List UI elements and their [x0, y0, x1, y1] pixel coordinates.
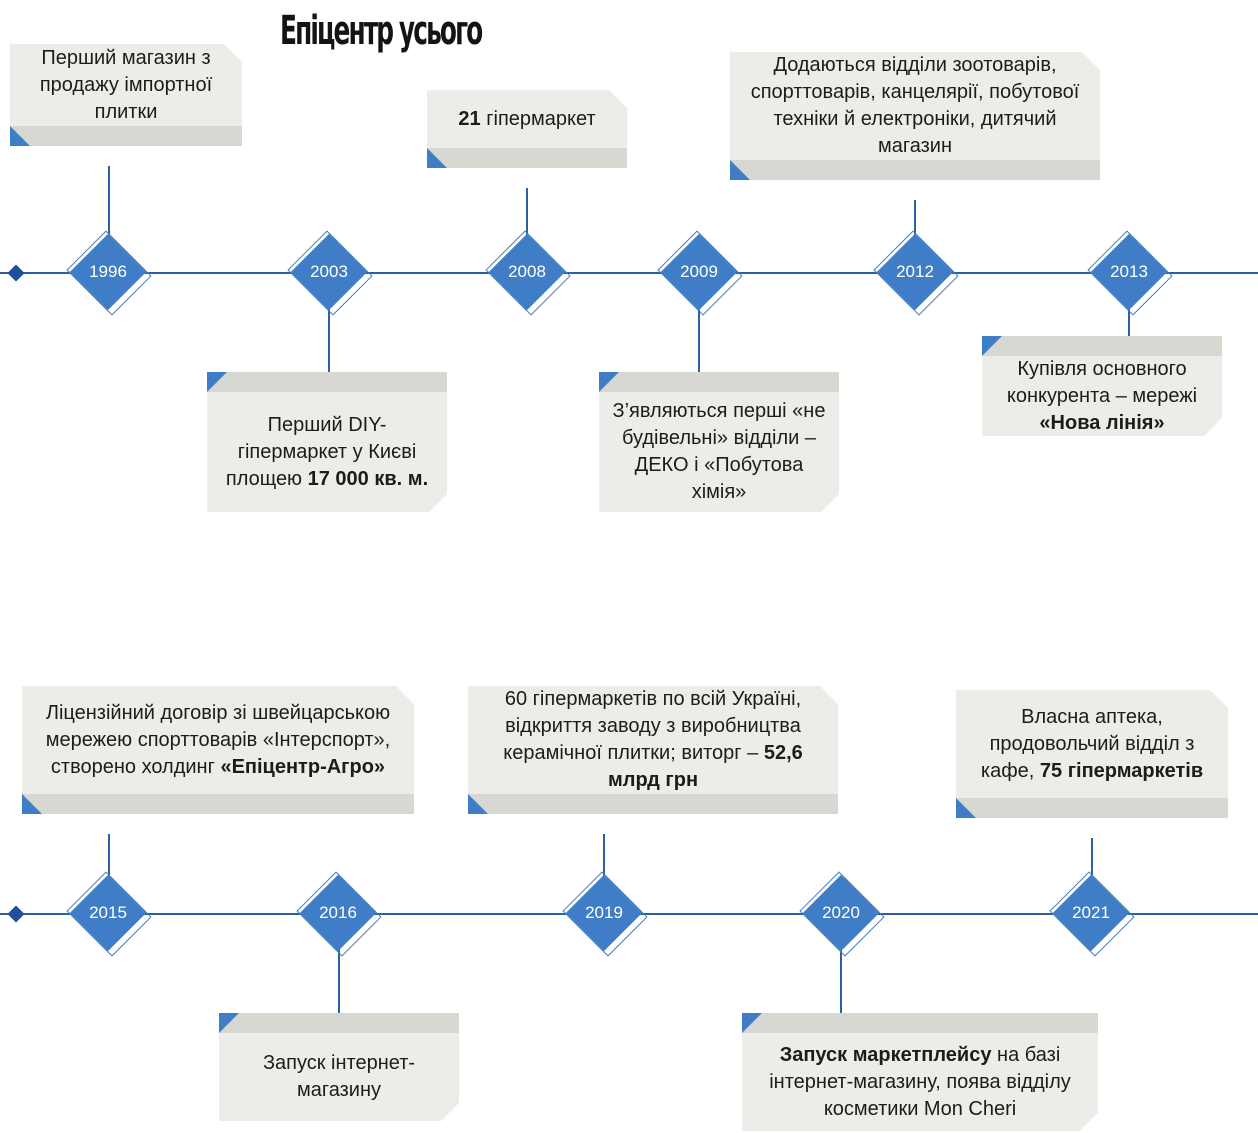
stem: [526, 188, 528, 272]
stem: [108, 834, 110, 913]
event-2019-bold: 52,6 млрд грн: [607, 742, 803, 791]
year-marker-1996: 1996: [66, 230, 152, 316]
event-2015-text: Ліцензійний договір зі швейцарською мере…: [30, 700, 406, 781]
event-2008-text: 21 гіпермаркет: [458, 106, 595, 133]
year-label: 2015: [89, 903, 127, 922]
year-label: 2009: [680, 262, 718, 281]
event-2015: Ліцензійний договір зі швейцарською мере…: [22, 686, 414, 814]
event-2013-text: Купівля основного конкурента – мережі «Н…: [990, 356, 1214, 437]
event-2021: Власна аптека, продовольчий відділ з каф…: [956, 690, 1228, 818]
year-label: 1996: [89, 262, 127, 281]
event-2012: Додаються відділи зоотоварів, спорттовар…: [730, 52, 1100, 180]
event-2008-number: 21: [458, 107, 481, 130]
event-2009: З’являються перші «не будівельні» відділ…: [599, 372, 839, 512]
year-label: 2013: [1110, 262, 1148, 281]
event-2019-pre: 60 гіпермаркетів по всій Україні, відкри…: [503, 688, 802, 764]
year-marker-2008: 2008: [485, 230, 571, 316]
year-marker-2009: 2009: [657, 230, 743, 316]
stem: [603, 834, 605, 913]
event-2013-pre: Купівля основного конкурента – мережі: [1006, 357, 1198, 407]
event-2013-bold: «Нова лінія»: [1039, 411, 1165, 434]
event-2015-bold: «Епіцентр-Агро»: [220, 755, 386, 778]
stem: [338, 913, 340, 1013]
stem: [840, 913, 842, 1013]
year-marker-2003: 2003: [287, 230, 373, 316]
event-2020-text: Запуск маркетплейсу на базі інтернет-маг…: [750, 1042, 1090, 1123]
page-title: Епіцентр усього: [280, 8, 483, 54]
year-label: 2019: [585, 903, 623, 922]
event-2008: 21 гіпермаркет: [427, 90, 627, 168]
year-label: 2016: [319, 903, 357, 922]
event-2020-bold: Запуск маркетплейсу: [779, 1043, 992, 1066]
stem: [698, 272, 700, 372]
year-label: 2012: [896, 262, 934, 281]
event-2013: Купівля основного конкурента – мережі «Н…: [982, 336, 1222, 436]
event-2021-pre: Власна аптека, продовольчий відділ з каф…: [980, 705, 1195, 782]
event-2012-text: Додаються відділи зоотоварів, спорттовар…: [750, 54, 1080, 157]
year-marker-2013: 2013: [1087, 230, 1173, 316]
stem: [108, 166, 110, 272]
event-2008-rest: гіпермаркет: [486, 107, 596, 130]
event-2003: Перший DIY-гіпермаркет у Києві площею 17…: [207, 372, 447, 512]
event-2020-rest: на базі інтернет-магазину, поява відділу…: [769, 1043, 1071, 1120]
event-2019-text: 60 гіпермаркетів по всій Україні, відкри…: [476, 686, 830, 794]
year-marker-2015: 2015: [66, 871, 152, 957]
event-2016: Запуск інтернет-магазину: [219, 1013, 459, 1121]
timeline-line-top: [0, 272, 1258, 274]
event-2009-text: З’являються перші «не будівельні» відділ…: [612, 400, 826, 503]
event-1996-text: Перший магазин з продажу імпортної плитк…: [39, 46, 213, 123]
event-2019: 60 гіпермаркетів по всій Україні, відкри…: [468, 686, 838, 814]
stem: [328, 272, 330, 372]
event-2015-pre: Ліцензійний договір зі швейцарською мере…: [45, 701, 391, 778]
timeline-start-marker: [7, 264, 25, 282]
year-label: 2003: [310, 262, 348, 281]
year-label: 2021: [1072, 903, 1110, 922]
event-2016-text: Запуск інтернет-магазину: [262, 1052, 416, 1101]
event-2003-text: Перший DIY-гіпермаркет у Києві площею 17…: [215, 412, 439, 493]
year-marker-2021: 2021: [1049, 871, 1135, 957]
event-1996: Перший магазин з продажу імпортної плитк…: [10, 44, 242, 146]
event-2020: Запуск маркетплейсу на базі інтернет-маг…: [742, 1013, 1098, 1131]
year-marker-2016: 2016: [296, 871, 382, 957]
event-2003-bold: 17 000 кв. м.: [307, 467, 429, 490]
year-marker-2019: 2019: [562, 871, 648, 957]
event-2021-text: Власна аптека, продовольчий відділ з каф…: [964, 704, 1220, 785]
event-2003-pre: Перший DIY-гіпермаркет у Києві площею: [225, 413, 417, 490]
year-label: 2008: [508, 262, 546, 281]
year-marker-2012: 2012: [873, 230, 959, 316]
timeline-start-marker: [7, 905, 25, 923]
year-marker-2020: 2020: [799, 871, 885, 957]
event-2021-bold: 75 гіпермаркетів: [1039, 759, 1204, 782]
year-label: 2020: [822, 903, 860, 922]
